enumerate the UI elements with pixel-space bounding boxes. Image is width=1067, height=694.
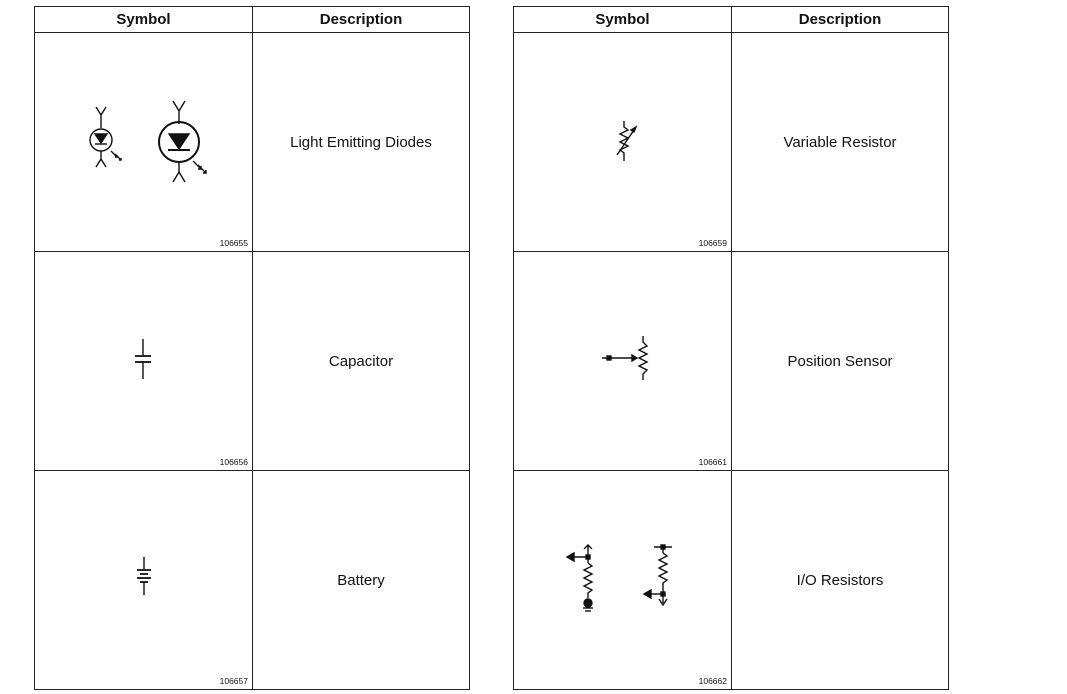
table-header-row: Symbol Description bbox=[513, 6, 949, 33]
symbol-cell: 106657 bbox=[34, 470, 253, 690]
symbol-column-header: Symbol bbox=[34, 6, 253, 33]
table-header-row: Symbol Description bbox=[34, 6, 470, 33]
description-cell: Variable Resistor bbox=[731, 32, 949, 252]
variable-resistor-icon bbox=[616, 121, 638, 161]
symbol-table-left: Symbol Description 106655 Ligh bbox=[34, 6, 470, 690]
description-cell: Capacitor bbox=[252, 251, 470, 471]
symbol-code: 106656 bbox=[219, 457, 248, 467]
table-row: 106657 Battery bbox=[34, 470, 470, 690]
description-column-header: Description bbox=[731, 6, 949, 33]
symbol-code: 106657 bbox=[219, 676, 248, 686]
symbol-cell: 106655 bbox=[34, 32, 253, 252]
io-resistors-icon bbox=[565, 544, 672, 612]
table-row: 106659 Variable Resistor bbox=[513, 32, 949, 252]
symbol-code: 106662 bbox=[698, 676, 727, 686]
led-icon bbox=[89, 100, 207, 183]
symbol-code: 106661 bbox=[698, 457, 727, 467]
description-cell: Light Emitting Diodes bbox=[252, 32, 470, 252]
description-cell: I/O Resistors bbox=[731, 470, 949, 690]
symbol-code: 106659 bbox=[698, 238, 727, 248]
table-row: 106661 Position Sensor bbox=[513, 251, 949, 471]
description-column-header: Description bbox=[252, 6, 470, 33]
table-row: 106662 I/O Resistors bbox=[513, 470, 949, 690]
symbol-column-header: Symbol bbox=[513, 6, 732, 33]
position-sensor-icon bbox=[602, 336, 649, 380]
symbol-cell: 106659 bbox=[513, 32, 732, 252]
description-cell: Position Sensor bbox=[731, 251, 949, 471]
table-row: 106656 Capacitor bbox=[34, 251, 470, 471]
battery-icon bbox=[137, 557, 151, 595]
description-cell: Battery bbox=[252, 470, 470, 690]
symbol-cell: 106656 bbox=[34, 251, 253, 471]
symbol-cell: 106661 bbox=[513, 251, 732, 471]
symbol-code: 106655 bbox=[219, 238, 248, 248]
symbol-cell: 106662 bbox=[513, 470, 732, 690]
capacitor-icon bbox=[135, 339, 151, 379]
symbol-table-right: Symbol Description 106659 Variable Resis… bbox=[513, 6, 949, 690]
table-row: 106655 Light Emitting Diodes bbox=[34, 32, 470, 252]
